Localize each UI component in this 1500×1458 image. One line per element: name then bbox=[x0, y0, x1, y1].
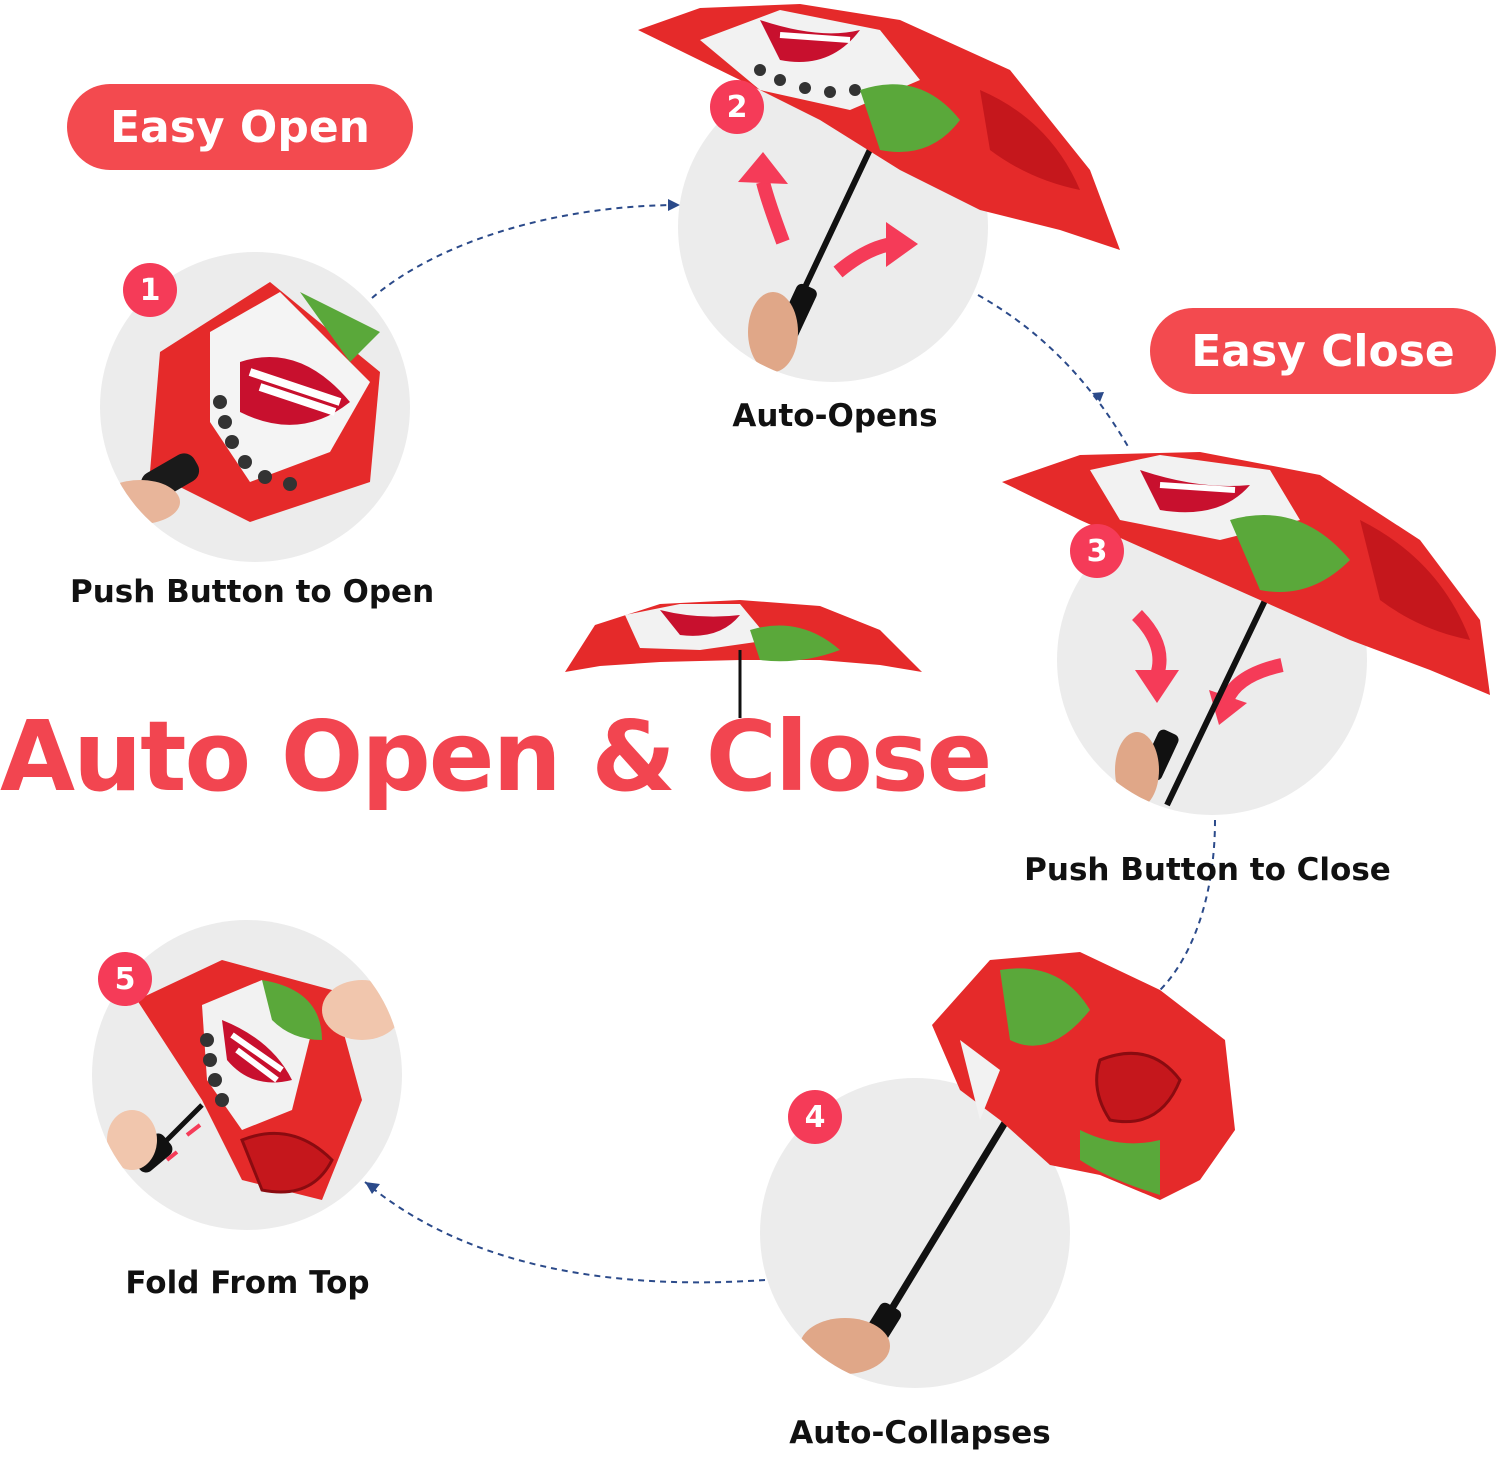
step-3-badge: 3 bbox=[1070, 524, 1124, 578]
step-5-caption: Fold From Top bbox=[125, 1265, 370, 1301]
folding-umbrella-icon bbox=[107, 960, 402, 1200]
easy-close-label: Easy Close bbox=[1191, 325, 1455, 377]
curved-arrow-icon bbox=[1115, 563, 1285, 808]
step-3-caption: Push Button to Close bbox=[1024, 852, 1391, 888]
easy-open-pill: Easy Open bbox=[67, 84, 413, 170]
path-4-to-5 bbox=[364, 1181, 766, 1284]
hand-icon bbox=[800, 1096, 1023, 1374]
easy-close-pill: Easy Close bbox=[1150, 308, 1496, 394]
headline: Auto Open & Close bbox=[0, 700, 992, 813]
step-4-badge: 4 bbox=[788, 1090, 842, 1144]
step-5-badge: 5 bbox=[98, 952, 152, 1006]
step-1-caption: Push Button to Open bbox=[70, 574, 435, 610]
path-arrowhead bbox=[668, 199, 680, 211]
step-4-caption: Auto-Collapses bbox=[789, 1415, 1051, 1451]
step-2-badge: 2 bbox=[710, 80, 764, 134]
step-2-caption: Auto-Opens bbox=[732, 398, 938, 434]
path-arrowhead bbox=[365, 1182, 380, 1194]
closed-umbrella-icon bbox=[100, 282, 380, 524]
path-1-to-2 bbox=[371, 204, 681, 299]
step-5-photo bbox=[92, 920, 402, 1230]
easy-open-label: Easy Open bbox=[109, 101, 370, 153]
path-3-to-4 bbox=[1159, 819, 1216, 991]
curved-arrow-icon bbox=[738, 120, 918, 372]
step-1-badge: 1 bbox=[123, 263, 177, 317]
path-2-to-3 bbox=[977, 294, 1131, 451]
path-arrowhead bbox=[1092, 392, 1104, 402]
